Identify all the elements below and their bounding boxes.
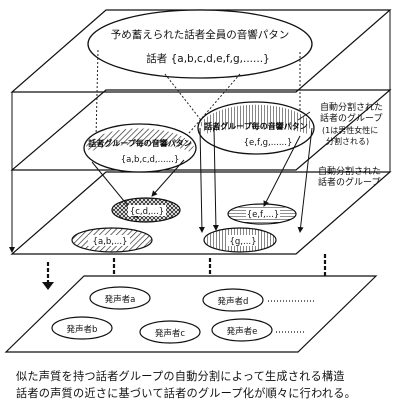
speaker-a-ellipse bbox=[89, 286, 151, 310]
speakers-plane bbox=[4, 275, 378, 353]
lower-plane bbox=[10, 171, 392, 255]
lower-side-label-1: 自動分割された bbox=[318, 165, 381, 177]
group-split-arrow bbox=[151, 159, 185, 197]
projection-line bbox=[95, 49, 99, 139]
lower-side-label-2: 話者のグループ bbox=[318, 176, 380, 188]
speaker-a-label: 発声者a bbox=[105, 294, 136, 305]
speaker-e-ellipse bbox=[211, 318, 273, 342]
group-left-title: 話者グループ毎の音響パタン bbox=[88, 138, 192, 148]
group-split-arrow bbox=[297, 127, 313, 233]
top-plane-title: 予め蓄えられた話者全員の音響パタン bbox=[111, 28, 290, 41]
speaker-d-ellipse bbox=[202, 288, 264, 312]
subgroup-ab-label: {a,b,...} bbox=[93, 237, 128, 247]
subgroup-cd-label: {c,d,...} bbox=[130, 207, 164, 217]
group-split-arrow bbox=[263, 135, 301, 207]
subgroup-g-label: {g,...} bbox=[229, 237, 256, 247]
speaker-b-ellipse bbox=[51, 316, 113, 340]
middle-plane bbox=[10, 89, 392, 171]
middle-side-label-2: 話者のグループ bbox=[320, 112, 382, 124]
middle-side-note-2: 分割される) bbox=[326, 136, 369, 146]
speaker-e-label: 発声者e bbox=[227, 326, 258, 337]
group-right-band bbox=[200, 104, 312, 134]
speaker-c-ellipse bbox=[139, 320, 201, 344]
speaker-c-label: 発声者c bbox=[155, 328, 186, 339]
figure-caption: 似た声質を持つ話者グループの自動分割によって生成される構造 話者の声質の近さに基… bbox=[16, 368, 396, 402]
top-plane-set: 話者 {a,b,c,d,e,f,g,......} bbox=[146, 52, 269, 65]
subgroup-ef-label: {e,f,...} bbox=[247, 210, 280, 220]
group-split-arrow bbox=[212, 127, 219, 231]
label-leader-line bbox=[297, 111, 311, 121]
all-speakers-ellipse bbox=[87, 9, 313, 79]
speaker-b-label: 発声者b bbox=[67, 324, 98, 335]
middle-side-label-1: 自動分割された bbox=[320, 101, 383, 113]
middle-side-note-1: (1は男性女性に bbox=[322, 125, 378, 135]
group-split-arrow bbox=[198, 127, 205, 233]
group-right-set: {e,f,g,......} bbox=[244, 138, 293, 148]
speaker-d-label: 発声者d bbox=[218, 296, 249, 307]
group-right-title: 話者グループ毎の音響パタン bbox=[204, 121, 308, 131]
projection-line bbox=[182, 73, 241, 141]
group-left-band bbox=[86, 128, 194, 152]
group-left-set: {a,b,c,d,......} bbox=[121, 155, 180, 165]
caption-line-1: 似た声質を持つ話者グループの自動分割によって生成される構造 bbox=[16, 370, 345, 383]
caption-line-2: 話者の声質の近さに基づいて話者のグループ化が順々に行われる。 bbox=[16, 387, 357, 400]
